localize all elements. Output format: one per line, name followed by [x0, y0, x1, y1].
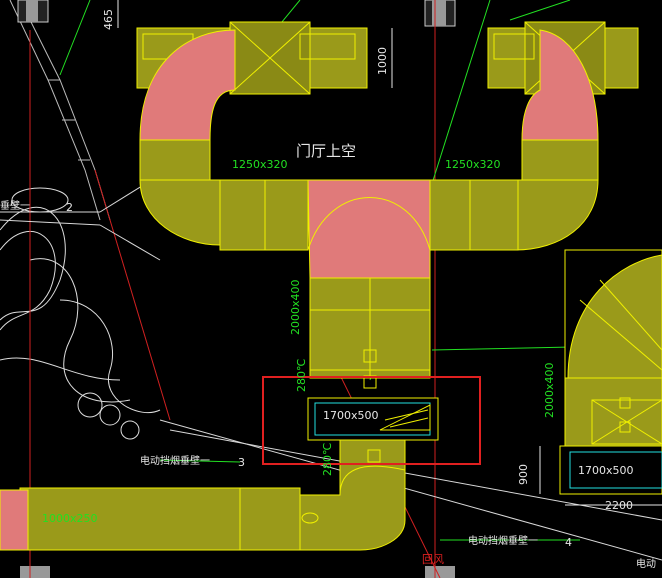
- callout-left-label: 电动挡烟垂壁一: [140, 456, 210, 467]
- duct-label-damper-center: 1700x500: [323, 409, 379, 422]
- top-left-air-unit: [136, 21, 368, 95]
- left-wall-hatch: [9, 0, 111, 221]
- damper-center-box: [307, 397, 439, 441]
- dimension-top-left: 465: [102, 9, 115, 30]
- highlight-box: [262, 376, 481, 465]
- callout-far-left: 垂壁一: [0, 201, 30, 212]
- duct-label-damper-right: 1700x500: [578, 464, 634, 477]
- duct-label-branch-left: 1250x320: [232, 158, 288, 171]
- duct-label-branch-right: 1250x320: [445, 158, 501, 171]
- sweep-left: [139, 179, 221, 246]
- callout-left-num: 3: [238, 456, 245, 469]
- duct-branch-left: [219, 179, 309, 251]
- sweep-right: [514, 179, 599, 251]
- duct-branch-right: [429, 179, 519, 251]
- valve-lower: [367, 449, 381, 463]
- callout-bottom-right: 电动: [636, 559, 656, 570]
- elbow-bottom-left: [0, 489, 29, 551]
- callout-bottom-red: 回风: [422, 553, 444, 566]
- dimension-lines: [117, 0, 662, 506]
- dimension-right-2200: 2200: [605, 499, 633, 512]
- callout-right-num: 4: [565, 536, 572, 549]
- valve-upper: [363, 349, 377, 363]
- elbow-top-left: [139, 29, 236, 141]
- column-core-top-center: [432, 0, 446, 26]
- duct-right-drop: [521, 139, 599, 181]
- tee-center: [307, 179, 431, 279]
- callout-left-two: 2: [66, 201, 73, 214]
- valve-bottom: [301, 512, 319, 524]
- column-bottom-center: [425, 566, 455, 578]
- dimension-right-900: 900: [517, 464, 530, 485]
- elbow-bottom: [299, 465, 406, 551]
- duct-left-drop: [139, 139, 211, 181]
- column-core-top-left: [26, 0, 38, 22]
- landscape-curves: [0, 187, 161, 440]
- valve-label-upper: 280℃: [295, 358, 308, 392]
- duct-bottom-horizontal: [19, 487, 301, 551]
- dimension-top-right: 1000: [376, 47, 389, 75]
- right-air-unit: [559, 249, 662, 495]
- column-bottom-left: [20, 566, 50, 578]
- valve-label-lower: 280℃: [321, 442, 334, 476]
- duct-label-right-vertical: 2000x400: [543, 362, 556, 419]
- duct-label-main-vertical: 2000x400: [289, 279, 302, 336]
- duct-label-bottom-horizontal: 1000x250: [42, 512, 98, 525]
- drawing-title: 门厅上空: [296, 142, 357, 160]
- callout-right-label: 电动挡烟垂壁一: [468, 536, 538, 547]
- elbow-top-right: [521, 29, 599, 141]
